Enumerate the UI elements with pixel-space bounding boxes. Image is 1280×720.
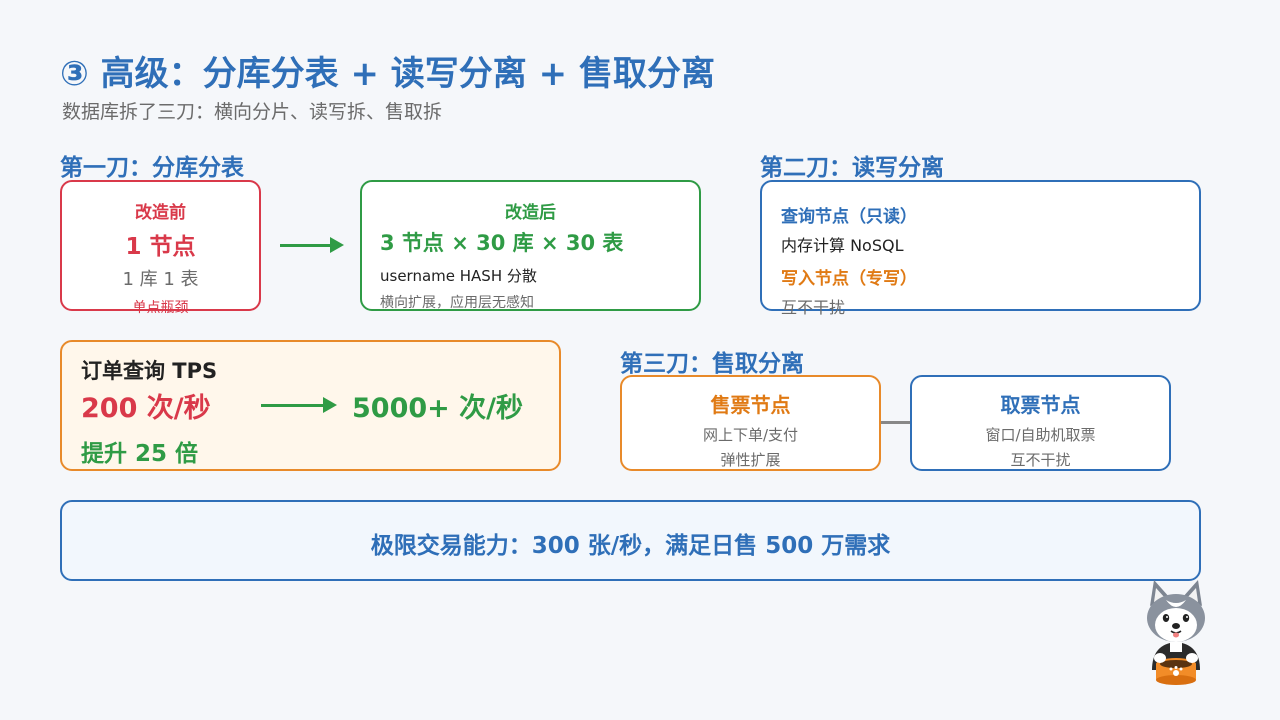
before-detail: 1 库 1 表 <box>122 269 199 290</box>
after-detail: username HASH 分散 <box>380 267 537 285</box>
cut2-heading: 第二刀：读写分离 <box>760 155 944 181</box>
after-main: 3 节点 × 30 库 × 30 表 <box>380 231 624 255</box>
sell-node-line2: 弹性扩展 <box>720 451 781 469</box>
before-main: 1 节点 <box>125 234 196 260</box>
take-node-card: 取票节点 窗口/自助机取票 互不干扰 <box>910 375 1171 471</box>
tps-improve: 提升 25 倍 <box>81 441 199 467</box>
page-title: ③ 高级：分库分表 + 读写分离 + 售取分离 <box>60 54 715 94</box>
before-note: 单点瓶颈 <box>132 300 189 316</box>
sell-take-connector <box>881 421 910 424</box>
before-card: 改造前 1 节点 1 库 1 表 单点瓶颈 <box>60 180 261 316</box>
page-subtitle: 数据库拆了三刀：横向分片、读写拆、售取拆 <box>62 101 443 123</box>
take-node-line1: 窗口/自助机取票 <box>985 426 1096 444</box>
read-node-title: 查询节点（只读） <box>781 207 917 227</box>
tps-after: 5000+ 次/秒 <box>352 393 524 424</box>
before-label: 改造前 <box>135 203 186 223</box>
take-node-title: 取票节点 <box>1000 393 1081 417</box>
sell-node-title: 售票节点 <box>710 393 791 417</box>
sell-node-card: 售票节点 网上下单/支付 弹性扩展 <box>620 375 881 471</box>
after-note: 横向扩展，应用层无感知 <box>380 295 534 311</box>
summary-card: 极限交易能力：300 张/秒，满足日售 500 万需求 <box>60 500 1201 581</box>
read-write-card: 查询节点（只读） 内存计算 NoSQL 写入节点（专写） 互不干扰 <box>760 180 1201 317</box>
summary-text: 极限交易能力：300 张/秒，满足日售 500 万需求 <box>370 533 891 559</box>
sell-node-line1: 网上下单/支付 <box>702 426 799 444</box>
cut3-heading: 第三刀：售取分离 <box>620 351 804 377</box>
after-label: 改造后 <box>505 203 556 223</box>
write-node-desc: 互不干扰 <box>781 298 846 317</box>
husky-mascot-icon <box>1140 578 1212 688</box>
read-node-desc: 内存计算 NoSQL <box>781 236 904 255</box>
take-node-line2: 互不干扰 <box>1010 451 1071 469</box>
write-node-title: 写入节点（专写） <box>781 269 917 289</box>
tps-card: 订单查询 TPS 200 次/秒 5000+ 次/秒 提升 25 倍 <box>60 340 561 471</box>
tps-title: 订单查询 TPS <box>81 359 218 383</box>
after-card: 改造后 3 节点 × 30 库 × 30 表 username HASH 分散 … <box>360 180 701 311</box>
cut1-heading: 第一刀：分库分表 <box>60 155 244 181</box>
tps-before: 200 次/秒 <box>81 393 211 424</box>
